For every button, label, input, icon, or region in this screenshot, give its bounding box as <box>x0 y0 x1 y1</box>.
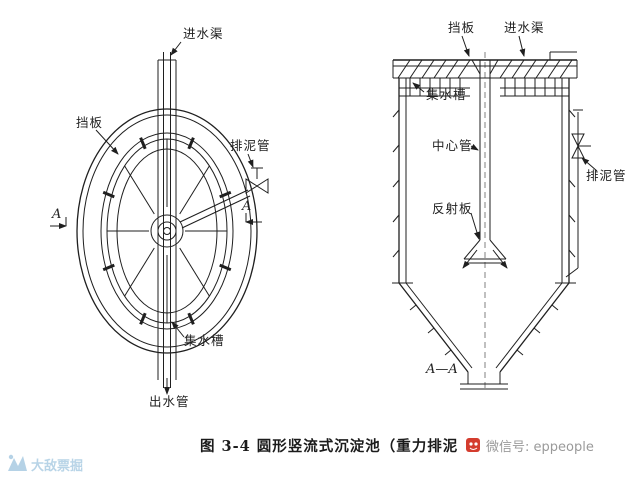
figure-caption: 图 3-4 圆形竖流式沉淀池（重力排泥 <box>200 437 458 455</box>
center-hub <box>150 214 184 248</box>
section-view-drawing <box>392 35 598 390</box>
section-sludge-pipe-label: 排泥管 <box>586 168 627 183</box>
reflector-plate <box>462 239 508 269</box>
section-inlet-channel-label: 进水渠 <box>504 20 545 35</box>
corner-watermark-text: 大敌票掘 <box>31 458 83 474</box>
trough-struts <box>102 137 232 325</box>
section-leaders <box>412 35 598 240</box>
collection-trough-ring <box>100 132 234 330</box>
section-reflector-plate-label: 反射板 <box>432 201 473 216</box>
plan-sludge-valve <box>179 167 269 229</box>
wechat-watermark-text: 微信号: eppeople <box>486 440 594 455</box>
section-collection-trough-label: 集水槽 <box>426 87 467 102</box>
plan-sludge-pipe-label: 排泥管 <box>230 138 271 153</box>
plan-inlet-channel-label: 进水渠 <box>183 26 224 41</box>
top-inlet-channel <box>392 51 578 79</box>
section-center-pipe-label: 中心管 <box>432 138 473 153</box>
section-cut-marks <box>50 213 262 229</box>
corner-logo-icon <box>8 454 27 471</box>
section-marker-a-right: A <box>241 199 251 214</box>
central-inlet-pipe <box>157 52 177 388</box>
section-aa-label: A—A <box>425 362 458 377</box>
section-marker-a-left: A <box>51 207 61 222</box>
collection-trough <box>399 78 569 97</box>
cone-hopper <box>398 282 570 390</box>
plan-collection-trough-label: 集水槽 <box>184 333 225 348</box>
wechat-icon <box>466 438 480 452</box>
tank-walls <box>392 78 576 284</box>
plan-baffle-label: 挡板 <box>76 115 103 130</box>
plan-view-drawing <box>50 41 269 395</box>
section-baffle-label: 挡板 <box>448 20 475 35</box>
plan-outlet-pipe-label: 出水管 <box>149 394 190 409</box>
section-sludge-pipe <box>565 109 591 278</box>
tank-outer-wall <box>76 108 258 354</box>
plan-leaders <box>95 41 254 338</box>
center-pipe <box>479 52 491 390</box>
